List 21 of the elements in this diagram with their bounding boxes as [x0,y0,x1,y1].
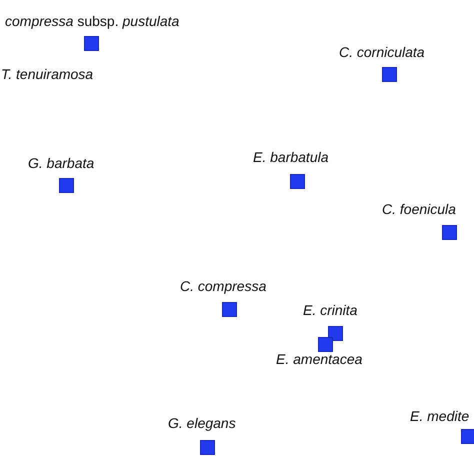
data-point-marker [59,178,74,193]
point-label: C. foenicula [382,201,456,217]
point-label: C. compressa [180,278,266,294]
data-point-marker [382,67,397,82]
data-point-marker [222,302,237,317]
point-label: E. barbatula [253,149,328,165]
point-label: G. barbata [28,155,94,171]
data-point-marker [290,174,305,189]
point-label: E. crinita [303,302,358,318]
data-point-marker [442,225,457,240]
data-point-marker [318,337,333,352]
point-label: E. amentacea [276,351,362,367]
data-point-marker [200,440,215,455]
data-point-marker [461,429,474,444]
point-label: T. tenuiramosa [1,66,94,82]
point-label: compressa subsp. pustulata [5,13,180,29]
point-label: G. elegans [168,415,236,431]
point-label: C. corniculata [339,44,425,60]
data-point-marker [84,36,99,51]
point-label: E. medite [410,408,470,424]
data-point-marker [328,326,343,341]
